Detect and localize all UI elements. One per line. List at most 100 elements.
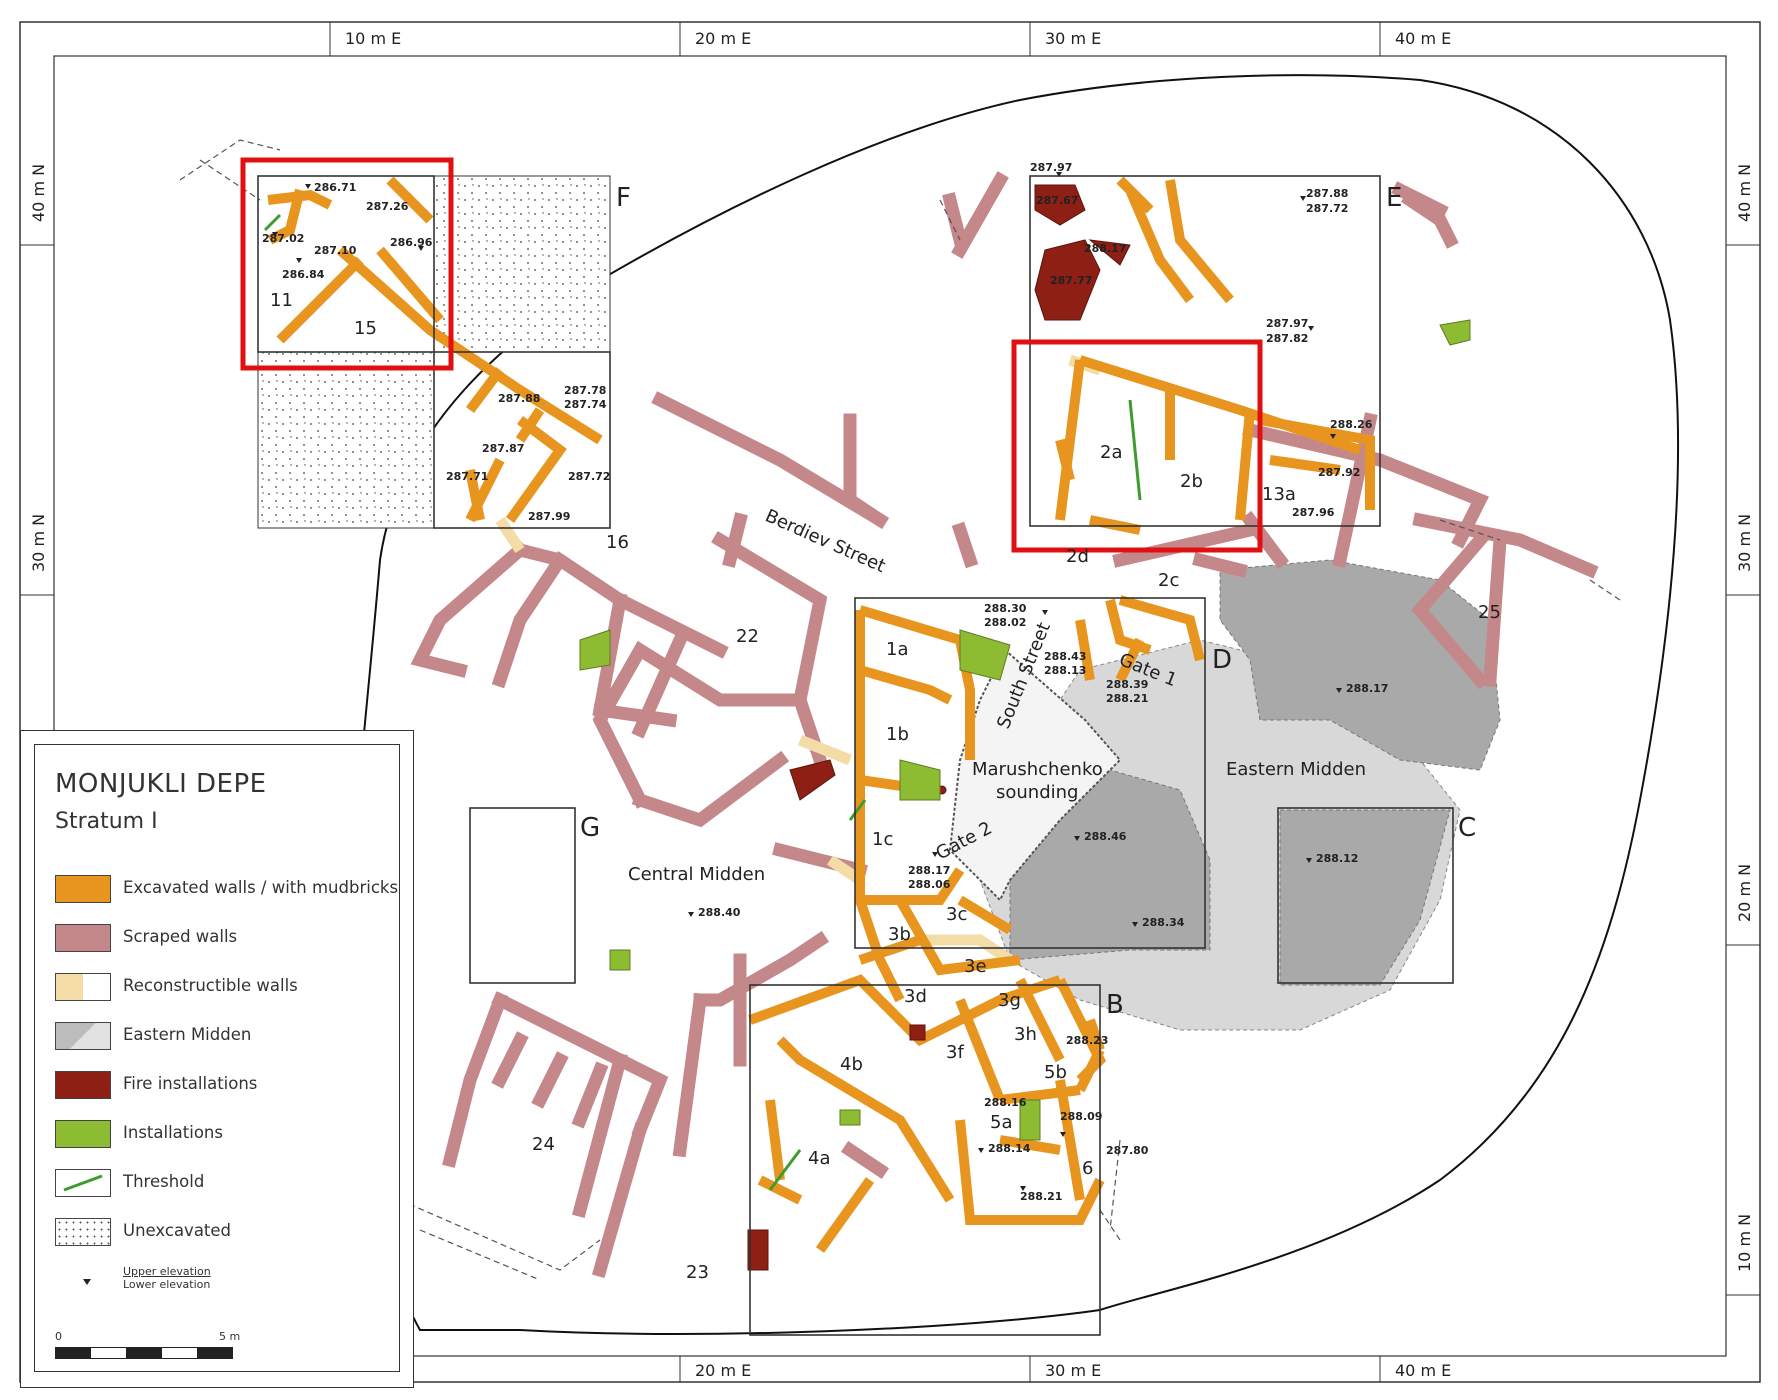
dashed-boundaries (179, 139, 1621, 1281)
unexcavated-area-f-east (433, 175, 611, 353)
room-label: 3e (964, 956, 987, 977)
elevation-triangle-icon (83, 1270, 91, 1285)
highlight-box-rooms-2ab (1011, 339, 1263, 553)
grid-label-right-10n: 10 m N (1735, 1214, 1754, 1272)
elevation-label: 288.16 (984, 1096, 1027, 1109)
excavated-walls (267, 176, 1375, 1253)
room-label: 4b (840, 1054, 863, 1075)
elevation-label: 287.97 (1266, 317, 1308, 330)
room-label: 2a (1100, 442, 1122, 463)
room-label: 3f (946, 1042, 964, 1063)
elevation-label: 287.88 (498, 392, 540, 405)
legend-item-reconstructible-walls: Reconstructible walls (55, 973, 395, 1001)
zone-label-marushchenko: Marushchenko (972, 759, 1103, 780)
elevation-label: 288.14 (988, 1142, 1031, 1155)
elevation-label: 288.23 (1066, 1034, 1108, 1047)
legend-item-scraped-walls: Scraped walls (55, 924, 395, 952)
grid-label-top-30e: 30 m E (1045, 29, 1101, 48)
elevation-label: 288.46 (1084, 830, 1127, 843)
legend-item-unexcavated: Unexcavated (55, 1218, 395, 1246)
legend-label: Scraped walls (123, 927, 238, 946)
room-label: 24 (532, 1134, 555, 1155)
legend-label: Threshold (123, 1172, 205, 1191)
grid-label-right-30n: 30 m N (1735, 514, 1754, 572)
trench-squares (257, 175, 1454, 1336)
room-label: 1c (872, 829, 893, 850)
elevation-label: 287.78 (564, 384, 606, 397)
room-label: 13a (1262, 484, 1296, 505)
room-label: 1b (886, 724, 909, 745)
room-label: 5b (1044, 1062, 1067, 1083)
elevation-label: 287.77 (1050, 274, 1092, 287)
elevation-label: 288.13 (1044, 664, 1086, 677)
eastern-midden-dark-east (1279, 809, 1451, 986)
elevation-label: 287.87 (482, 442, 524, 455)
elevation-label: 287.02 (262, 232, 304, 245)
zone-label-eastern-midden: Eastern Midden (1226, 759, 1366, 780)
legend-item-installations: Installations (55, 1120, 395, 1148)
room-label: 2d (1066, 546, 1089, 567)
legend-label: Unexcavated (123, 1221, 232, 1240)
grid-label-bottom-30e: 30 m E (1045, 1361, 1101, 1380)
legend-item-eastern-midden: Eastern Midden (55, 1022, 395, 1050)
legend-label: Eastern Midden (123, 1025, 252, 1044)
legend-label: Installations (123, 1123, 223, 1142)
grid-label-top-40e: 40 m E (1395, 29, 1451, 48)
elevation-markers (272, 172, 1342, 1191)
elevation-label: 287.26 (366, 200, 409, 213)
room-label: 5a (990, 1112, 1012, 1133)
legend-swatch-threshold (55, 1169, 111, 1197)
legend-swatch-reconstructible (55, 973, 111, 1001)
elevation-label: 288.21 (1106, 692, 1148, 705)
map-subtitle: Stratum I (55, 809, 158, 834)
room-label: 3d (904, 986, 927, 1007)
elevation-label: 288.26 (1330, 418, 1373, 431)
installations (579, 319, 1471, 1141)
map-title: MONJUKLI DEPE (55, 769, 267, 799)
elevation-label: 286.84 (282, 268, 325, 281)
elevation-label: 287.67 (1036, 194, 1078, 207)
legend-swatch-installations (55, 1120, 111, 1148)
trench-letter-d: D (1212, 645, 1232, 675)
room-label: 2b (1180, 471, 1203, 492)
room-label: 3h (1014, 1024, 1037, 1045)
room-label: 2c (1158, 570, 1179, 591)
legend-item-fire-installations: Fire installations (55, 1071, 395, 1099)
elevation-label: 288.09 (1060, 1110, 1102, 1123)
unexcavated-area-f-southwest (257, 351, 435, 529)
room-label: 3b (888, 924, 911, 945)
legend-label: Excavated walls / with mudbricks (123, 878, 399, 897)
elevation-label: 288.40 (698, 906, 741, 919)
grid-label-left-40n: 40 m N (29, 164, 48, 222)
grid-label-top-10e: 10 m E (345, 29, 401, 48)
trench-letter-e: E (1386, 183, 1402, 213)
elevation-label: 286.96 (390, 236, 433, 249)
trench-letter-b: B (1106, 990, 1124, 1020)
trench-letter-f: F (616, 183, 631, 213)
elevation-labels: 286.71 287.26 287.02 287.10 286.96 286.8… (262, 161, 1388, 1203)
elevation-label: 288.21 (1020, 1190, 1062, 1203)
room-label: 1a (886, 639, 908, 660)
legend-swatch-scraped (55, 924, 111, 952)
zone-label-sounding: sounding (996, 782, 1078, 803)
grid-label-bottom-20e: 20 m E (695, 1361, 751, 1380)
elevation-label: 287.72 (1306, 202, 1348, 215)
elevation-label: 288.30 (984, 602, 1027, 615)
grid-label-bottom-40e: 40 m E (1395, 1361, 1451, 1380)
elevation-label: 288.06 (908, 878, 951, 891)
elevation-label: 287.80 (1106, 1144, 1149, 1157)
room-labels: 11 15 16 22 1a 1b 1c 2a 2b 2d 2c 13a 25 … (270, 290, 1501, 1283)
elevation-label: 287.72 (568, 470, 610, 483)
legend-item-threshold: Threshold (55, 1169, 395, 1197)
elevation-label: 288.17 (1346, 682, 1388, 695)
legend-label: Reconstructible walls (123, 976, 298, 995)
room-label: 11 (270, 290, 293, 311)
legend: MONJUKLI DEPE Stratum I Excavated walls … (34, 744, 400, 1372)
elevation-label: 287.10 (314, 244, 357, 257)
elevation-label: 288.34 (1142, 916, 1185, 929)
legend-swatch-fire (55, 1071, 111, 1099)
room-label: 4a (808, 1148, 830, 1169)
elevation-label: 286.71 (314, 181, 356, 194)
elevation-label: 288.39 (1106, 678, 1148, 691)
room-label: 15 (354, 318, 377, 339)
